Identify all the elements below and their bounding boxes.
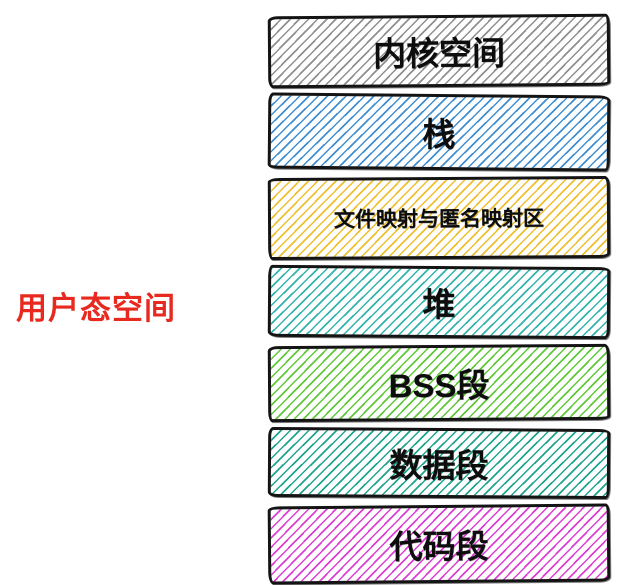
segment-kernel-space: 内核空间	[267, 13, 611, 89]
segment-data-label: 数据段	[389, 446, 489, 485]
segment-stack-label: 栈	[422, 115, 456, 154]
segment-file-anon-mapping-label: 文件映射与匿名映射区	[333, 207, 545, 232]
segment-heap: 堆	[267, 264, 611, 340]
segment-stack: 栈	[267, 92, 611, 172]
segment-bss-label: BSS段	[388, 366, 490, 405]
memory-segment-stack: 内核空间 栈 文件映射与匿名映射区 堆 BSS段 数据段 代码段	[267, 13, 611, 585]
segment-data: 数据段	[267, 426, 611, 500]
segment-bss: BSS段	[267, 343, 611, 423]
user-space-side-label: 用户态空间	[16, 291, 176, 326]
segment-heap-label: 堆	[422, 285, 456, 324]
segment-kernel-space-label: 内核空间	[372, 34, 506, 73]
segment-file-anon-mapping: 文件映射与匿名映射区	[267, 175, 611, 261]
segment-code: 代码段	[267, 503, 611, 585]
segment-code-label: 代码段	[389, 527, 489, 566]
